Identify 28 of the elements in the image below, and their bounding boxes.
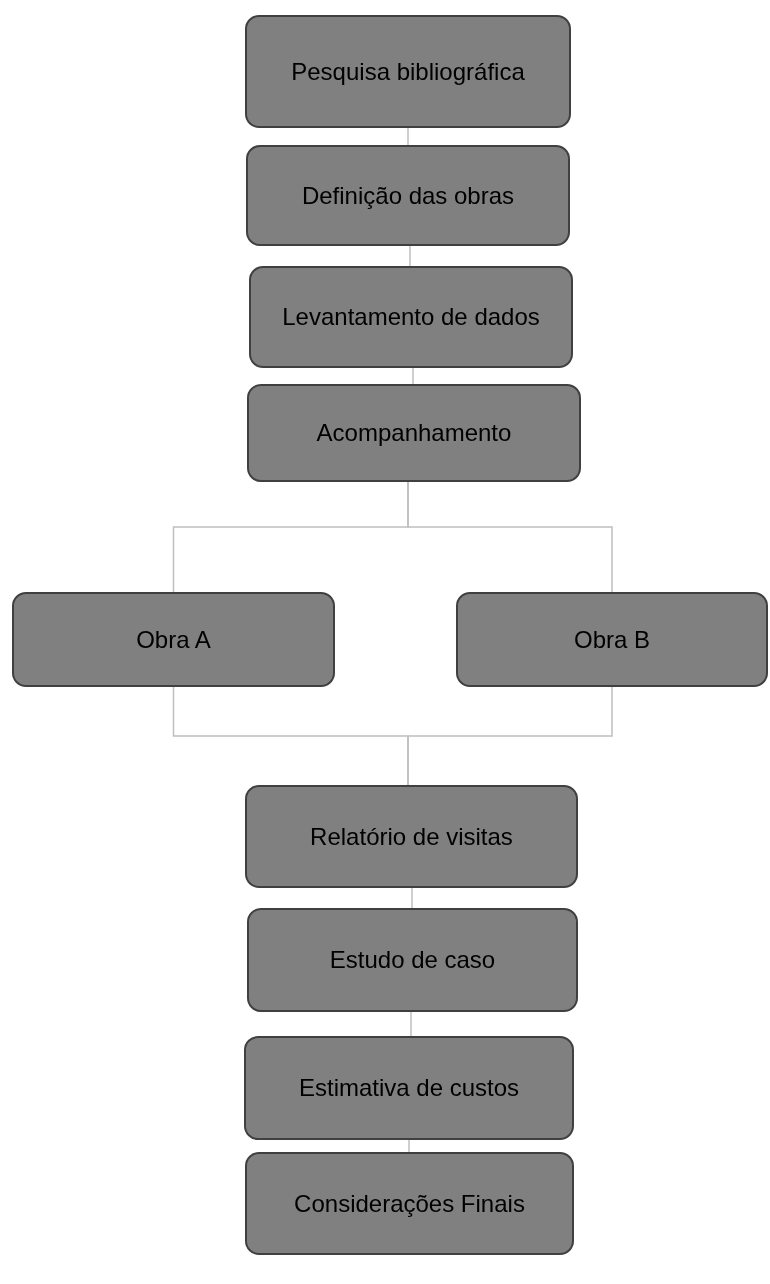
process-box [245, 1152, 574, 1255]
process-box [246, 145, 570, 246]
box-label: Relatório de visitas [310, 821, 513, 852]
connector-line [411, 887, 413, 909]
box-label: Pesquisa bibliográfica [291, 56, 525, 87]
process-box [245, 15, 571, 128]
process-box [12, 592, 335, 687]
connector-line [410, 1011, 412, 1037]
box-label: Definição das obras [301, 180, 515, 211]
process-box [245, 785, 578, 888]
process-box [249, 266, 573, 368]
process-box [244, 1036, 574, 1140]
box-label: Obra B [574, 624, 650, 655]
box-label: Estimativa de custos [298, 1073, 520, 1103]
box-label: Considerações Finais [294, 1188, 525, 1219]
connector-line [409, 245, 411, 267]
connector-line [408, 1139, 410, 1153]
process-box [456, 592, 768, 687]
connector-line [407, 127, 409, 146]
connector-line [407, 686, 613, 786]
process-box [247, 384, 581, 482]
box-label: Estudo de caso [329, 945, 496, 975]
box-label: Levantamento de dados [282, 302, 540, 332]
connector-line [412, 367, 414, 385]
connector-line [407, 481, 613, 593]
box-label: Acompanhamento [316, 418, 512, 448]
process-box [247, 908, 578, 1012]
box-label: Obra A [136, 624, 211, 655]
